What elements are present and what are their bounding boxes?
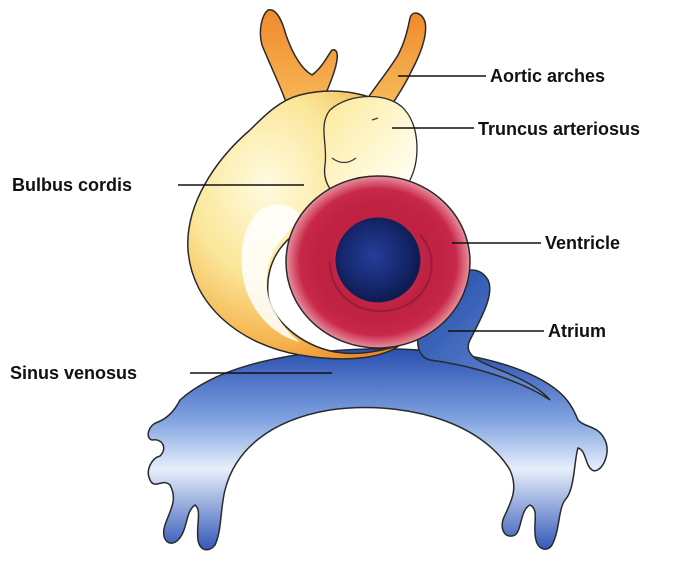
label-ventricle: Ventricle (545, 232, 620, 254)
label-bulbus-cordis: Bulbus cordis (12, 174, 132, 196)
label-sinus-venosus: Sinus venosus (10, 362, 137, 384)
label-aortic-arches: Aortic arches (490, 65, 605, 87)
label-truncus-arteriosus: Truncus arteriosus (478, 118, 640, 140)
sinus-venosus-shape (148, 349, 607, 550)
label-atrium: Atrium (548, 320, 606, 342)
ventricle-core (336, 218, 420, 302)
